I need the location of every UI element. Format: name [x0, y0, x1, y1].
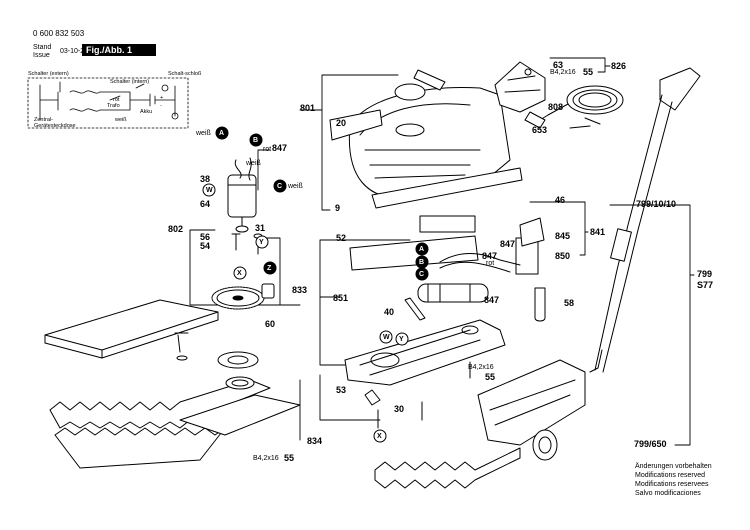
gear-wheel [211, 283, 275, 310]
callout-64: 64 [200, 199, 211, 209]
marker-y-housing: Y [399, 336, 404, 343]
schematic-schalter-extern: Schalter (extern) [28, 71, 69, 77]
schematic-schalter-intern: Schalter (intern) [110, 79, 150, 85]
schematic-plus: + [160, 95, 164, 101]
callout-833: 833 [292, 285, 308, 295]
figure-label: Fig./Abb. 1 [82, 44, 156, 56]
part-number: 0 600 832 503 [33, 29, 85, 38]
callout-screw-bottom: B4,2x16 [253, 455, 279, 462]
mounting-pin [174, 332, 189, 361]
stand-label: Stand [33, 44, 52, 51]
marker-a-mid: A [419, 246, 425, 253]
charger-cable [494, 61, 624, 129]
screws-53-30 [364, 361, 471, 429]
callout-58: 58 [564, 298, 575, 308]
marker-c-mid: C [419, 271, 425, 278]
callout-55-housing: 55 [485, 372, 496, 382]
schematic-zentral: Zentral- [34, 117, 53, 123]
cutting-blade [49, 351, 271, 469]
callout-808: 808 [548, 102, 564, 112]
callout-799-650: 799/650 [634, 439, 667, 449]
assembled-shears [374, 359, 586, 489]
marker-b-top: B [253, 137, 259, 144]
callout-847-battery: 847 [484, 295, 500, 305]
issue-date: 03-10-22 [60, 48, 89, 55]
note-de: Änderungen vorbehalten [635, 463, 712, 470]
callout-801: 801 [300, 103, 316, 113]
callout-screw-housing: B4,2x16 [468, 364, 494, 371]
battery-pack [349, 215, 546, 322]
callout-screw-top: B4,2x16 [550, 69, 576, 76]
wire-rot-1: rot [263, 146, 272, 153]
callout-851: 851 [333, 293, 349, 303]
blade-base-plate [179, 394, 301, 436]
marker-w-top: W [206, 187, 213, 194]
note-es: Salvo modificaciones [635, 490, 701, 497]
callout-847-wire: 847 [482, 251, 498, 261]
callout-53: 53 [336, 385, 347, 395]
marker-z-gear: Z [267, 265, 272, 272]
callout-55-top: 55 [583, 67, 594, 77]
callout-30: 30 [394, 404, 405, 414]
wire-weiss-2: weiß [246, 160, 261, 167]
marker-a-top: A [219, 130, 225, 137]
schematic-trafo: Trafo [107, 103, 120, 109]
callout-841: 841 [590, 227, 606, 237]
callout-55-bottom: 55 [284, 453, 295, 463]
wire-rot-2: rot [486, 260, 495, 267]
marker-x-bottom: X [377, 433, 382, 440]
seal-strip-9 [371, 167, 523, 209]
schematic-minus: - [160, 103, 162, 109]
issue-label: Issue [33, 52, 50, 59]
schematic-akku: Akku [140, 109, 153, 115]
callout-847-mid: 847 [500, 239, 516, 249]
callout-31: 31 [255, 223, 266, 233]
callout-834: 834 [307, 436, 323, 446]
schematic-geraetesteckdose: Gerätesteckdose [34, 123, 76, 129]
lower-housing [344, 297, 506, 386]
wire-weiss-1: weiß [196, 130, 211, 137]
marker-circles [202, 126, 429, 443]
marker-x-gear: X [237, 270, 242, 277]
schematic-schalt-schloss: Schalt-schloß [168, 71, 202, 77]
marker-c-top: C [277, 183, 283, 190]
wiring-schematic [27, 77, 189, 129]
callout-60: 60 [265, 319, 276, 329]
callout-799-10-10: 799/10/10 [636, 199, 677, 209]
blade-guard [44, 299, 219, 359]
callout-54: 54 [200, 241, 211, 251]
callout-653: 653 [532, 125, 548, 135]
callout-850: 850 [555, 251, 571, 261]
callout-799: 799 [697, 269, 713, 279]
schematic-rot: rot [113, 97, 120, 103]
note-fr: Modifications reservees [635, 481, 709, 488]
schematic-weiss: weiß [115, 117, 127, 123]
marker-b-mid: B [419, 259, 425, 266]
callout-826: 826 [611, 61, 627, 71]
callout-brackets [189, 57, 695, 446]
callout-9: 9 [335, 203, 341, 213]
marker-y-top: Y [259, 239, 264, 246]
callout-802: 802 [168, 224, 184, 234]
callout-63: 63 [553, 60, 564, 70]
telescopic-handle [589, 67, 701, 373]
callout-56: 56 [200, 232, 211, 242]
callout-845: 845 [555, 231, 571, 241]
callout-20: 20 [336, 118, 347, 128]
callout-38: 38 [200, 174, 211, 184]
callout-40: 40 [384, 307, 395, 317]
modification-notes: Änderungen vorbehalten Modifications res… [635, 462, 712, 498]
note-en: Modifications reserved [635, 472, 706, 479]
callout-52: 52 [336, 233, 347, 243]
marker-w-housing: W [383, 334, 390, 341]
callout-847-top: 847 [272, 143, 288, 153]
callout-s77: S77 [697, 280, 714, 290]
upper-housing [329, 69, 511, 199]
callout-46: 46 [555, 195, 566, 205]
motor [227, 157, 257, 233]
wire-weiss-3: weiß [288, 183, 303, 190]
